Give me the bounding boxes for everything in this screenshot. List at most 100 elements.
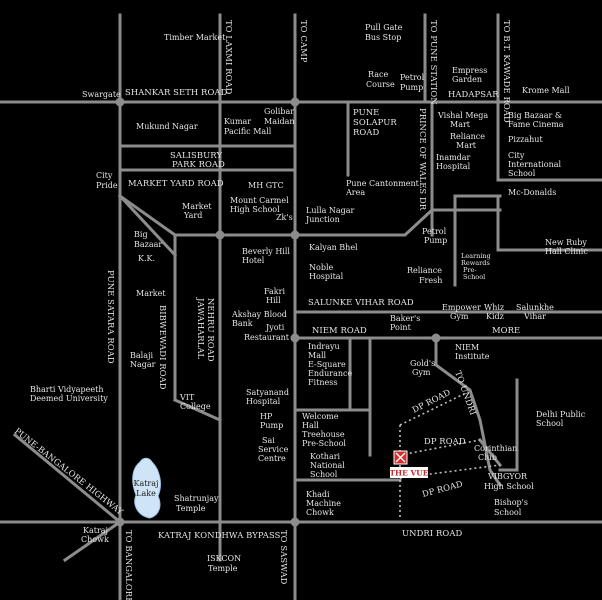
junction-lulla-nagar xyxy=(290,230,300,240)
dp-road-label-1: DP ROAD xyxy=(410,387,452,415)
pune-bangalore-highway-label: PUNE-BANGALORE HIGHWAY xyxy=(13,426,126,517)
kothari-label-1: Kothari xyxy=(310,452,341,461)
city-pride-label-2: Pride xyxy=(96,181,118,190)
fakri-hill-label-1: Fakri xyxy=(264,287,285,296)
the-vue-marker[interactable]: THE VUE xyxy=(389,450,429,478)
pune-cantonment-label-1: Pune Cantonment xyxy=(346,179,420,188)
bharti-vidyapeeth-label-2: Deemed University xyxy=(30,394,108,403)
new-ruby-hall-label-2: Hall Clinic xyxy=(545,247,588,256)
big-bazaar-label-2: Bazaar xyxy=(134,240,162,249)
kk-market-label-1: K.K. xyxy=(138,254,155,263)
petrol-pump-1-label-1: Petrol xyxy=(400,73,425,82)
bakers-point-label-2: Point xyxy=(390,323,412,332)
pulgate-label-2: Bus Stop xyxy=(365,33,401,42)
reliance-fresh-label-2: Fresh xyxy=(419,276,442,285)
zks-label: Zk's xyxy=(276,213,293,222)
the-vue-label: THE VUE xyxy=(389,469,428,478)
timber-market-label: Timber Market xyxy=(164,33,226,42)
swargate-label: Swargate xyxy=(82,90,121,99)
shankar-seth-road-label: SHANKAR SETH ROAD xyxy=(125,87,228,97)
empress-garden-label-1: Empress xyxy=(452,66,487,75)
junction-saswad xyxy=(290,517,300,527)
undri-road-label: UNDRI ROAD xyxy=(402,528,462,538)
golibar-label-1: Golibar xyxy=(264,107,294,116)
reliance-mart-label-1: Reliance xyxy=(450,132,485,141)
pune-cantonment-label-2: Area xyxy=(345,188,365,197)
indrayu-label-5: Fitness xyxy=(308,378,337,387)
kumar-pacific-label-2: Pacific Mall xyxy=(224,127,272,136)
kk-market-label-2: Market xyxy=(136,289,166,298)
satyanand-label-2: Hospital xyxy=(246,397,281,406)
whiz-kidz-label-2: Kidz xyxy=(486,312,504,321)
indrayu-label-4: Endurance xyxy=(308,369,352,378)
pune-solapur-road-label-1: PUNE xyxy=(353,107,379,117)
race-course-label-2: Course xyxy=(366,80,395,89)
akshay-blood-bank-label-2: Bank xyxy=(232,319,253,328)
fakri-hill-label-2: Hill xyxy=(266,296,281,305)
dp-road-label-3: DP ROAD xyxy=(421,478,464,498)
jyoti-restaurant-label-1: Jyoti xyxy=(265,323,285,332)
mh-gtc-label: MH GTC xyxy=(248,181,284,190)
sai-service-label-2: Service xyxy=(258,445,289,454)
reliance-fresh-label-1: Reliance xyxy=(407,266,442,275)
indrayu-label-2: Mall xyxy=(308,351,327,360)
lulla-nagar-road-line xyxy=(117,193,502,237)
marker-label-bg xyxy=(390,467,428,478)
noble-hospital-label-2: Hospital xyxy=(309,272,344,281)
jawaharlal-nehru-road-label-1: JAWAHARLAL xyxy=(196,297,206,359)
market-yard-label-2: Yard xyxy=(183,211,202,220)
big-bazaar-link-line xyxy=(117,193,178,258)
salisbury-park-road-label-2: PARK ROAD xyxy=(172,159,225,169)
to-undri-road-line xyxy=(434,336,503,488)
iskcon-label-1: ISKCON xyxy=(207,554,241,563)
bibwewadi-lower-line xyxy=(173,398,222,422)
pune-solapur-road-label-3: ROAD xyxy=(353,127,380,137)
jyoti-restaurant-label-2: Restaurant xyxy=(244,333,290,342)
welcome-hall-label-1: Welcome xyxy=(302,412,339,421)
market-yard-label-1: Market xyxy=(182,202,212,211)
bibwewadi-road-label: BIBWEWADI ROAD xyxy=(158,305,168,390)
road-network xyxy=(0,13,602,600)
khadi-machine-label-1: Khadi xyxy=(306,490,330,499)
vibgyor-label-2: High School xyxy=(484,482,534,491)
vit-college-label-2: College xyxy=(180,402,211,411)
niem-institute-label-1: NIEM xyxy=(455,343,479,352)
corinthian-club-label-1: Corinthian xyxy=(474,444,517,453)
balaji-nagar-label-2: Nagar xyxy=(130,360,156,369)
to-undri-label: TO UNDRI xyxy=(453,369,478,416)
pulgate-label-1: Pull Gate xyxy=(365,23,403,32)
beverly-hill-label-2: Hotel xyxy=(242,256,265,265)
city-international-label-3: School xyxy=(508,169,536,178)
marker-cross-2 xyxy=(395,452,406,463)
petrol-pump-2-label-1: Petrol xyxy=(422,227,447,236)
salisbury-park-road-label-1: SALISBURY xyxy=(170,150,222,160)
balaji-nagar-label-1: Balaji xyxy=(130,351,153,360)
more-label: MORE xyxy=(492,325,520,335)
big-bazaar-label-1: Big xyxy=(134,230,148,239)
vishal-mega-mart-label-2: Mart xyxy=(450,120,471,129)
junction-niem xyxy=(290,333,300,343)
dp-road-dotted-2 xyxy=(399,439,481,456)
empress-garden-label-2: Garden xyxy=(452,75,482,84)
city-pride-label-1: City xyxy=(96,171,113,180)
katraj-chowk-link-line xyxy=(62,519,123,563)
delhi-public-school-label-1: Delhi Public xyxy=(536,410,586,419)
hp-pump-label-1: HP xyxy=(260,412,273,421)
junction-golibar xyxy=(290,97,300,107)
shatrunjay-label-1: Shatrunjay xyxy=(174,494,219,503)
salunkhe-vihar-label-1: Salunkhe xyxy=(516,303,554,312)
inamdar-label-1: Inamdar xyxy=(436,153,471,162)
niem-institute-label-2: Institute xyxy=(455,352,490,361)
corinthian-club-label-2: Club xyxy=(478,453,497,462)
junctions xyxy=(115,97,441,527)
to-camp-label: TO CAMP xyxy=(299,20,309,63)
welcome-hall-label-3: Treehouse xyxy=(302,430,345,439)
bharti-vidyapeeth-label-1: Bharti Vidyapeeth xyxy=(30,385,104,394)
sai-service-label-1: Sai xyxy=(262,436,275,445)
city-international-label-1: City xyxy=(508,151,525,160)
katraj-chowk-label-2: Chowk xyxy=(81,535,109,544)
mount-carmel-label-2: High School xyxy=(230,205,280,214)
katraj-lake-label-1: Katraj xyxy=(133,479,158,488)
satyanand-label-1: Satyanand xyxy=(246,388,289,397)
new-ruby-hall-label-1: New Ruby xyxy=(545,238,587,247)
